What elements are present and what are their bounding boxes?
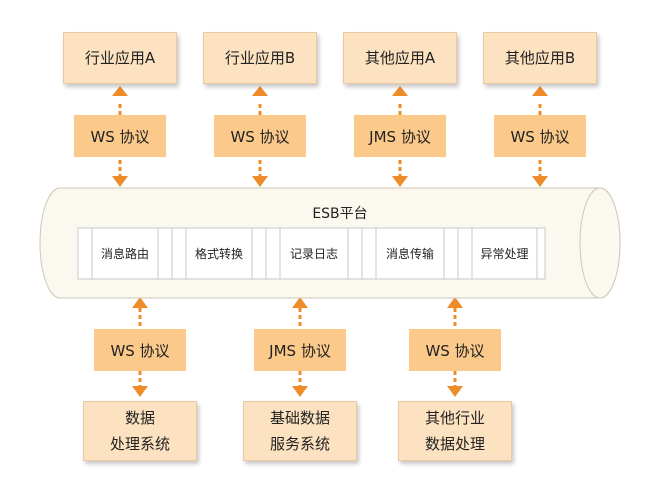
top-app-label-3: 其他应用A — [364, 49, 436, 67]
bottom-system-line1-2: 基础数据 — [269, 409, 330, 427]
top-app-box-3: 其他应用A — [343, 32, 457, 84]
bottom-arrowhead-up-3 — [447, 297, 463, 308]
bottom-system-box-3: 其他行业 数据处理 — [398, 401, 512, 461]
function-cell-5: 异常处理 — [472, 228, 537, 279]
top-arrowhead-up-1 — [112, 86, 128, 96]
function-cell-1: 消息路由 — [92, 228, 158, 279]
bottom-system-box-2: 基础数据 服务系统 — [243, 401, 357, 461]
function-strip-frame — [77, 227, 546, 280]
function-label-2: 格式转换 — [194, 247, 243, 261]
top-arrowheads — [112, 86, 548, 187]
top-arrowhead-up-2 — [252, 86, 268, 96]
top-protocol-label-3: JMS 协议 — [369, 127, 431, 146]
top-arrowhead-down-2 — [252, 176, 268, 187]
top-arrowhead-up-4 — [532, 86, 548, 96]
top-protocol-box-4: WS 协议 — [494, 115, 586, 157]
function-cell-3: 记录日志 — [280, 228, 348, 279]
top-app-box-2: 行业应用B — [203, 32, 317, 84]
bottom-arrowhead-up-2 — [292, 297, 308, 308]
top-protocol-box-3: JMS 协议 — [354, 115, 446, 157]
bottom-arrowheads — [132, 297, 463, 397]
top-app-label-4: 其他应用B — [504, 49, 576, 67]
bottom-system-box-1: 数据 处理系统 — [83, 401, 197, 461]
top-arrowhead-down-1 — [112, 176, 128, 187]
top-connectors — [118, 104, 542, 176]
bottom-arrowhead-down-2 — [292, 386, 308, 397]
bottom-arrowhead-up-1 — [132, 297, 148, 308]
function-cell-2: 格式转换 — [186, 228, 252, 279]
bottom-protocol-label-1: WS 协议 — [110, 341, 170, 360]
top-protocol-box-1: WS 协议 — [74, 115, 166, 157]
function-label-1: 消息路由 — [100, 247, 149, 261]
top-app-box-1: 行业应用A — [63, 32, 177, 84]
function-cell-4: 消息传输 — [376, 228, 444, 279]
esb-platform-title: ESB平台 — [312, 206, 368, 222]
top-app-label-2: 行业应用B — [224, 49, 296, 67]
top-protocol-label-2: WS 协议 — [230, 127, 290, 146]
bottom-system-line2-3: 数据处理 — [424, 435, 485, 453]
esb-function-strip — [77, 227, 546, 280]
top-app-box-4: 其他应用B — [483, 32, 597, 84]
bottom-protocol-label-3: WS 协议 — [425, 341, 485, 360]
bottom-protocol-label-2: JMS 协议 — [269, 341, 331, 360]
top-app-label-1: 行业应用A — [84, 49, 156, 67]
bottom-protocol-box-1: WS 协议 — [94, 329, 186, 371]
top-arrowhead-up-3 — [392, 86, 408, 96]
bottom-arrowhead-down-1 — [132, 386, 148, 397]
function-label-4: 消息传输 — [385, 247, 434, 261]
top-protocol-label-1: WS 协议 — [90, 127, 150, 146]
function-label-5: 异常处理 — [480, 247, 529, 261]
function-label-3: 记录日志 — [289, 247, 338, 261]
bottom-arrowhead-down-3 — [447, 386, 463, 397]
bottom-system-line2-1: 处理系统 — [109, 435, 170, 453]
bottom-protocol-box-3: WS 协议 — [409, 329, 501, 371]
top-protocol-box-2: WS 协议 — [214, 115, 306, 157]
bottom-system-line1-3: 其他行业 — [424, 409, 485, 427]
top-arrowhead-down-4 — [532, 176, 548, 187]
bottom-system-line1-1: 数据 — [124, 409, 155, 427]
esb-cylinder-end-cap — [579, 187, 621, 299]
bottom-system-line2-2: 服务系统 — [269, 435, 330, 453]
bottom-protocol-box-2: JMS 协议 — [254, 329, 346, 371]
top-protocol-label-4: WS 协议 — [510, 127, 570, 146]
top-arrowhead-down-3 — [392, 176, 408, 187]
